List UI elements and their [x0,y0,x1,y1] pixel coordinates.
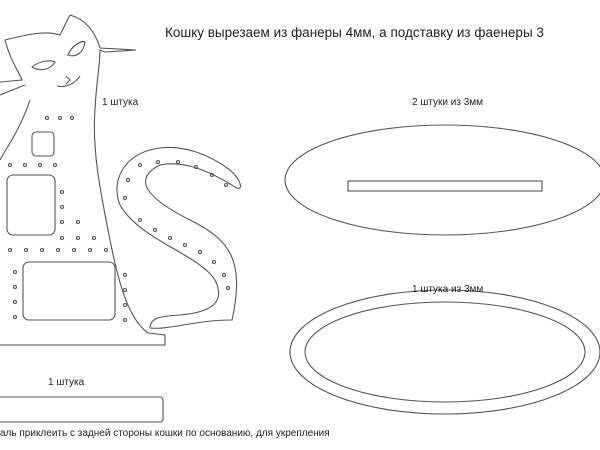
cat-holes [7,115,231,323]
cat-count-label: 1 штука [102,97,139,108]
base-ring-inner [304,301,586,403]
cat-slot-small [31,131,55,157]
assembly-note: аль приклеить с задней стороны кошки по … [0,428,330,439]
base-top-slot [347,180,543,192]
cat-window-bottom [22,261,116,321]
cat-mouth [56,75,81,88]
base-top-count-label: 2 штуки из 3мм [412,97,484,108]
base-ring-outer [289,289,600,415]
bar-count-label: 1 штука [48,377,85,388]
base-ring-count-label: 1 штука из 3мм [412,284,484,295]
base-top-ellipse [284,124,600,236]
page-title: Кошку вырезаем из фанеры 4мм, а подставк… [165,25,544,40]
cat-window-top [6,174,56,236]
cat-tail [116,146,241,329]
cat-eye-right [67,41,86,57]
support-bar [0,396,164,423]
cat-outline [0,14,166,346]
cat-eye-left [31,60,56,71]
